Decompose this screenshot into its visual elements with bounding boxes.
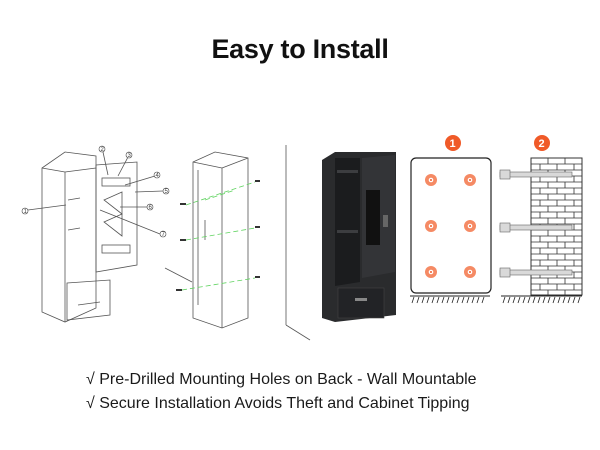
svg-text:2: 2 bbox=[101, 147, 105, 153]
svg-text:2: 2 bbox=[539, 138, 545, 150]
svg-text:6: 6 bbox=[149, 205, 153, 211]
feature-item: √ Pre-Drilled Mounting Holes on Back - W… bbox=[86, 371, 477, 388]
page-title: Easy to Install bbox=[211, 34, 389, 64]
svg-text:5: 5 bbox=[165, 189, 169, 195]
svg-text:1: 1 bbox=[24, 209, 28, 215]
svg-text:7: 7 bbox=[162, 232, 166, 238]
anchor-bolts bbox=[499, 169, 573, 278]
step-2-brick-wall: 2 bbox=[499, 135, 583, 304]
black-cabinet-photo bbox=[322, 152, 396, 322]
green-guide-lines bbox=[181, 181, 256, 291]
wall-mount-diagram bbox=[164, 145, 311, 341]
screws bbox=[176, 180, 260, 291]
part-callouts: 1 2 3 4 5 6 7 bbox=[21, 145, 170, 238]
svg-text:3: 3 bbox=[128, 153, 132, 159]
open-cabinet-diagram bbox=[27, 151, 164, 323]
feature-list: √ Pre-Drilled Mounting Holes on Back - W… bbox=[86, 368, 477, 416]
svg-text:4: 4 bbox=[156, 173, 160, 179]
svg-text:1: 1 bbox=[450, 138, 456, 150]
feature-item: √ Secure Installation Avoids Theft and C… bbox=[86, 395, 470, 412]
step-1-panel: 1 bbox=[410, 135, 492, 304]
